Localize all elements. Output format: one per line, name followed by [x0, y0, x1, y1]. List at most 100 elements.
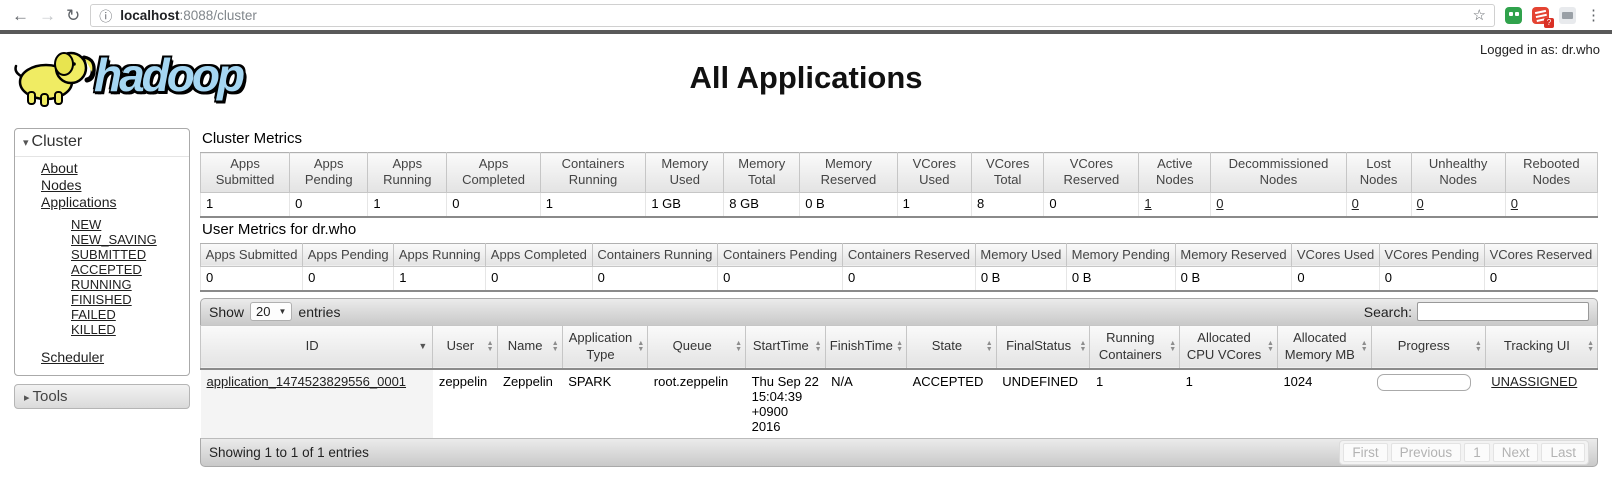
apps-column-finalstatus[interactable]: FinalStatus▲▼: [995, 324, 1091, 370]
sidebar-item-applications[interactable]: Applications: [41, 194, 117, 210]
apps-column-starttime[interactable]: StartTime▲▼: [745, 324, 826, 370]
browser-chrome: ← → ↻ ⓘ localhost:8088/cluster ☆ ? ⋮: [0, 0, 1612, 30]
metric-column-vcores-pending: VCores Pending: [1378, 242, 1485, 267]
chevron-right-icon: ▸: [24, 392, 30, 404]
apps-column-state[interactable]: State▲▼: [906, 324, 997, 370]
metric-value-apps-submitted: 1: [199, 192, 291, 217]
showing-entries-text: Showing 1 to 1 of 1 entries: [209, 444, 369, 460]
metric-column-apps-submitted: Apps Submitted: [199, 152, 291, 193]
column-label: Tracking UI: [1503, 338, 1570, 354]
metric-value-containers-pending: 0: [717, 266, 843, 291]
info-icon[interactable]: ⓘ: [99, 8, 113, 24]
column-label: Application Type: [568, 329, 633, 362]
metric-value-apps-completed: 0: [485, 266, 593, 291]
metric-value-memory-used: 1 GB: [645, 192, 725, 217]
app-cell-allocated-cpu-vcores: 1: [1185, 373, 1193, 389]
apps-column-progress[interactable]: Progress▲▼: [1370, 324, 1486, 370]
refresh-icon[interactable]: ↻: [66, 5, 81, 25]
apps-column-queue[interactable]: Queue▲▼: [647, 324, 747, 370]
url-bar[interactable]: ⓘ localhost:8088/cluster ☆: [90, 3, 1495, 27]
app-cell-id: application_1474523829556_0001: [200, 368, 433, 438]
sort-up-icon: ▲: [551, 339, 559, 347]
apps-column-user[interactable]: User▲▼: [432, 324, 498, 370]
metric-column-apps-completed: Apps Completed: [485, 242, 593, 267]
green-extension-icon[interactable]: [1505, 6, 1522, 24]
sort-down-icon: ▼: [551, 345, 559, 353]
sidebar-item-running[interactable]: RUNNING: [71, 277, 132, 292]
page-button-next[interactable]: Next: [1492, 442, 1539, 462]
app-cell-finish-time: N/A: [831, 373, 853, 389]
forward-icon[interactable]: →: [39, 5, 56, 25]
apps-column-running-containers[interactable]: Running Containers▲▼: [1089, 324, 1181, 370]
metric-link-active-nodes[interactable]: 1: [1144, 195, 1152, 211]
sort-icon: ▲▼: [1267, 339, 1274, 353]
metric-column-vcores-reserved: VCores Reserved: [1043, 152, 1140, 193]
page-button-previous[interactable]: Previous: [1390, 442, 1462, 462]
sidebar-item-about[interactable]: About: [41, 160, 78, 176]
app-cell-application-type: SPARK: [568, 373, 612, 389]
sidebar-item-new-saving[interactable]: NEW_SAVING: [71, 232, 157, 247]
apps-column-name[interactable]: Name▲▼: [496, 324, 563, 370]
metric-value-vcores-reserved: 0: [1043, 192, 1140, 217]
app-cell-name: Zeppelin: [503, 373, 553, 389]
metric-column-apps-running: Apps Running: [367, 152, 448, 193]
metric-value-vcores-used: 0: [1291, 266, 1380, 291]
sort-icon: ▲▼: [551, 339, 559, 353]
apps-column-application-type[interactable]: Application Type ▲▼: [561, 324, 649, 370]
metric-column-vcores-reserved: VCores Reserved: [1483, 242, 1599, 267]
column-label: ID: [305, 338, 319, 354]
metric-link-unhealthy-nodes[interactable]: 0: [1416, 195, 1424, 211]
page-button-last[interactable]: Last: [1541, 442, 1585, 462]
red-extension-icon[interactable]: ?: [1532, 6, 1554, 28]
cluster-section-header[interactable]: ▾Cluster: [15, 129, 189, 157]
metric-value-apps-submitted: 0: [199, 266, 304, 291]
metric-link-rebooted-nodes[interactable]: 0: [1510, 195, 1518, 211]
progress-bar: [1377, 373, 1472, 391]
page-button-1[interactable]: 1: [1464, 442, 1490, 462]
entries-select[interactable]: 20 ▼: [250, 302, 293, 322]
apps-column-tracking-ui[interactable]: Tracking UI ▲▼: [1484, 324, 1599, 370]
metric-column-active-nodes: Active Nodes: [1138, 152, 1212, 193]
apps-column-allocated-cpu-vcores[interactable]: Allocated CPU VCores▲▼: [1179, 324, 1278, 370]
page-button-first[interactable]: First: [1343, 442, 1388, 462]
sidebar-item-scheduler[interactable]: Scheduler: [41, 349, 105, 365]
bookmark-star-icon[interactable]: ☆: [1472, 7, 1486, 24]
metric-value-rebooted-nodes: 0: [1504, 192, 1599, 217]
sidebar-item-nodes[interactable]: Nodes: [41, 177, 82, 193]
sort-icon: ▲▼: [487, 340, 494, 353]
back-icon[interactable]: ←: [12, 5, 29, 25]
metric-link-lost-nodes[interactable]: 0: [1351, 195, 1359, 211]
tools-section-header[interactable]: ▸Tools: [14, 384, 190, 409]
sidebar-item-accepted[interactable]: ACCEPTED: [71, 262, 142, 277]
browser-menu-icon[interactable]: ⋮: [1586, 7, 1601, 24]
apps-column-id[interactable]: ID▼: [199, 324, 434, 370]
sidebar-item-submitted[interactable]: SUBMITTED: [71, 247, 147, 262]
metric-column-vcores-used: VCores Used: [1291, 242, 1380, 267]
sort-up-icon: ▲: [1360, 339, 1368, 347]
screenshot-extension-icon[interactable]: [1559, 6, 1576, 24]
sort-down-icon: ▼: [735, 345, 743, 353]
sort-icon: ▲▼: [1587, 340, 1594, 353]
application-id-link[interactable]: application_1474523829556_0001: [206, 373, 407, 389]
sort-up-icon: ▲: [896, 339, 904, 347]
sort-up-icon: ▲: [1267, 339, 1274, 347]
column-label: Allocated Memory MB: [1284, 329, 1355, 362]
apps-column-allocated-memory-mb[interactable]: Allocated Memory MB▲▼: [1276, 324, 1372, 370]
metric-link-decommissioned-nodes[interactable]: 0: [1216, 195, 1224, 211]
sort-up-icon: ▲: [1474, 339, 1482, 347]
column-label: FinalStatus: [1006, 338, 1072, 354]
sidebar-item-failed[interactable]: FAILED: [71, 307, 116, 322]
apps-column-finishtime[interactable]: FinishTime▲▼: [824, 324, 908, 370]
page-title: All Applications: [689, 60, 923, 95]
metric-value-unhealthy-nodes: 0: [1410, 192, 1506, 217]
column-label: Progress: [1397, 338, 1450, 354]
sidebar-item-finished[interactable]: FINISHED: [71, 292, 132, 307]
tracking-ui-link[interactable]: UNASSIGNED: [1491, 373, 1578, 389]
sidebar-item-killed[interactable]: KILLED: [71, 322, 116, 337]
search-input[interactable]: [1417, 302, 1589, 322]
sidebar-item-new[interactable]: NEW: [71, 217, 102, 232]
sort-icon: ▲▼: [637, 340, 644, 353]
